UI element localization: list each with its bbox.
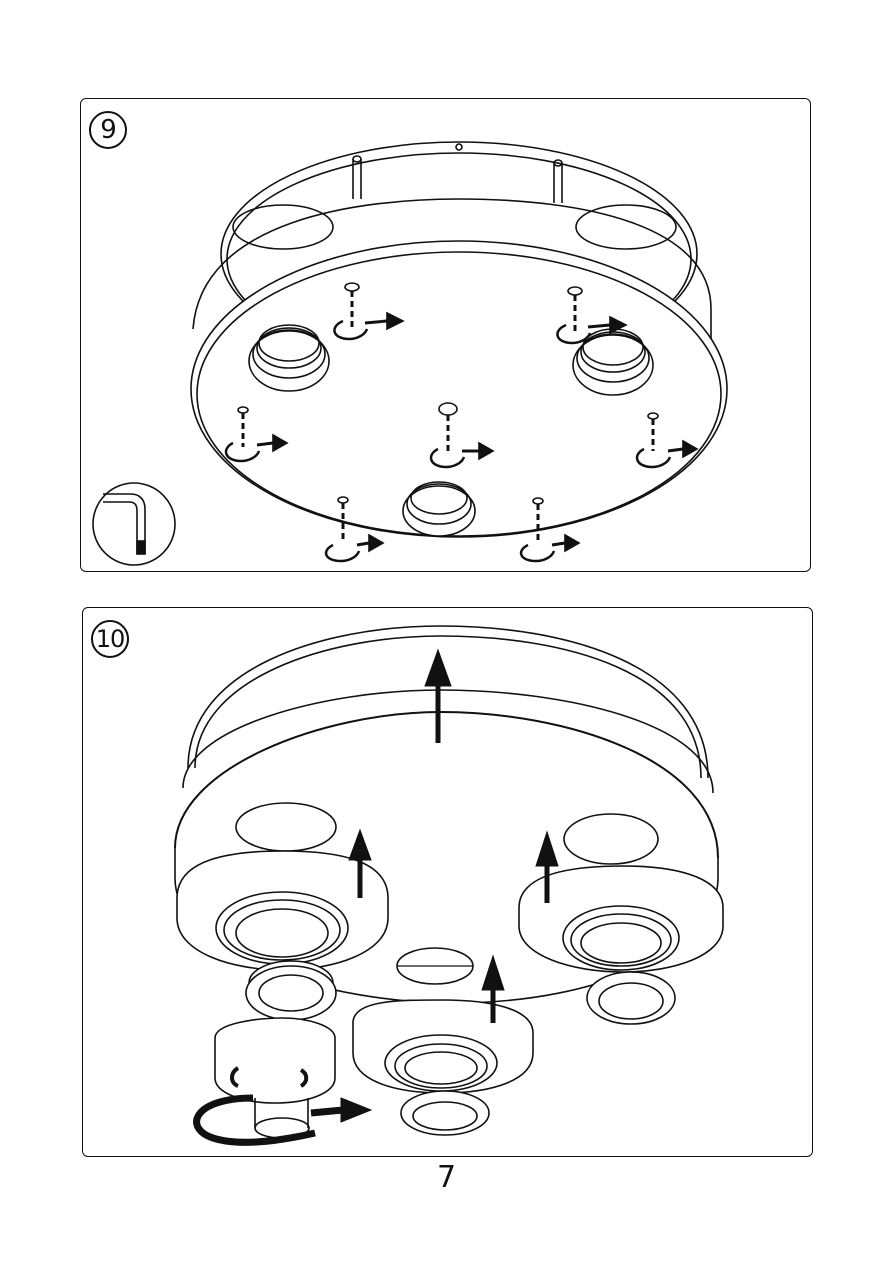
- ring-right: [519, 866, 723, 1024]
- allen-key-icon: [93, 483, 175, 565]
- step-10-panel: 10: [82, 607, 813, 1157]
- page-number: 7: [0, 1160, 893, 1195]
- center-hole: [456, 144, 462, 150]
- arrow-up-icon: [425, 650, 451, 743]
- mount-oval-right: [564, 814, 658, 864]
- mounting-post-right: [554, 163, 562, 203]
- step-9-illustration: [81, 99, 812, 573]
- ring-center: [353, 1000, 533, 1135]
- canopy-top: [188, 626, 708, 778]
- socket-center: [403, 482, 475, 536]
- step-10-illustration: [83, 608, 814, 1158]
- mount-oval-left: [236, 803, 336, 851]
- step-9-panel: 9: [80, 98, 811, 572]
